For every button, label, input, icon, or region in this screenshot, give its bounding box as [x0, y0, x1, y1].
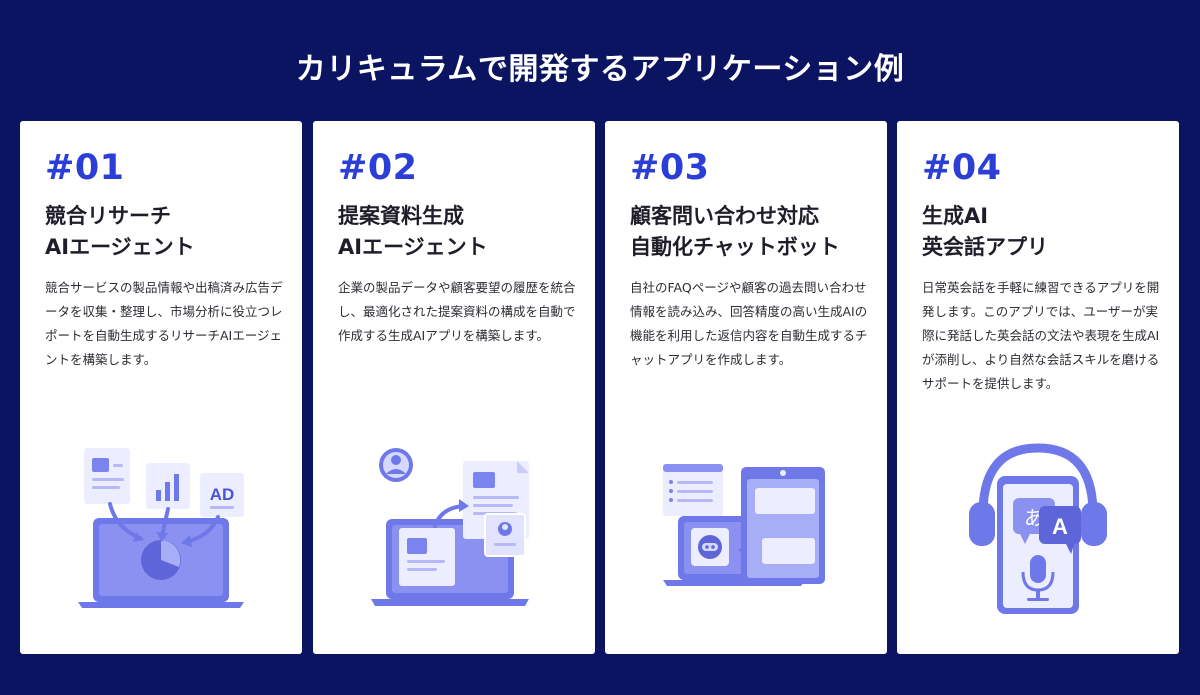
card-01: #01 競合リサーチ AIエージェント 競合サービスの製品情報や出稿済み広告デー…	[20, 121, 302, 654]
chatbot-icon	[605, 436, 887, 636]
card-list: #01 競合リサーチ AIエージェント 競合サービスの製品情報や出稿済み広告デー…	[20, 121, 1180, 654]
english-app-icon: あ A	[897, 436, 1179, 636]
card-number: #03	[630, 148, 710, 188]
page-title: カリキュラムで開発するアプリケーション例	[295, 52, 905, 87]
card-02: #02 提案資料生成 AIエージェント 企業の製品データや顧客要望の履歴を統合し…	[313, 121, 595, 654]
card-title: 生成AI 英会話アプリ	[922, 204, 1048, 259]
card-title: 提案資料生成 AIエージェント	[338, 204, 488, 259]
card-title: 顧客問い合わせ対応 自動化チャットボット	[630, 204, 840, 259]
card-04: #04 生成AI 英会話アプリ 日常英会話を手軽に練習できるアプリを開発します。…	[897, 121, 1179, 654]
card-03: #03 顧客問い合わせ対応 自動化チャットボット 自社のFAQページや顧客の過去…	[605, 121, 887, 654]
ad-badge-label: AD	[210, 485, 235, 504]
laptop-research-icon: AD	[20, 436, 302, 636]
card-description: 日常英会話を手軽に練習できるアプリを開発します。このアプリでは、ユーザーが実際に…	[922, 280, 1160, 391]
english-bubble-label: A	[1052, 514, 1068, 539]
card-description: 自社のFAQページや顧客の過去問い合わせ情報を読み込み、回答精度の高い生成AIの…	[630, 280, 868, 367]
laptop-proposal-icon	[313, 436, 595, 636]
card-number: #02	[338, 148, 418, 188]
card-title: 競合リサーチ AIエージェント	[45, 204, 195, 259]
card-description: 競合サービスの製品情報や出稿済み広告データを収集・整理し、市場分析に役立つレポー…	[45, 280, 283, 367]
card-description: 企業の製品データや顧客要望の履歴を統合し、最適化された提案資料の構成を自動で作成…	[338, 280, 576, 343]
card-number: #04	[922, 148, 1002, 188]
card-number: #01	[45, 148, 125, 188]
